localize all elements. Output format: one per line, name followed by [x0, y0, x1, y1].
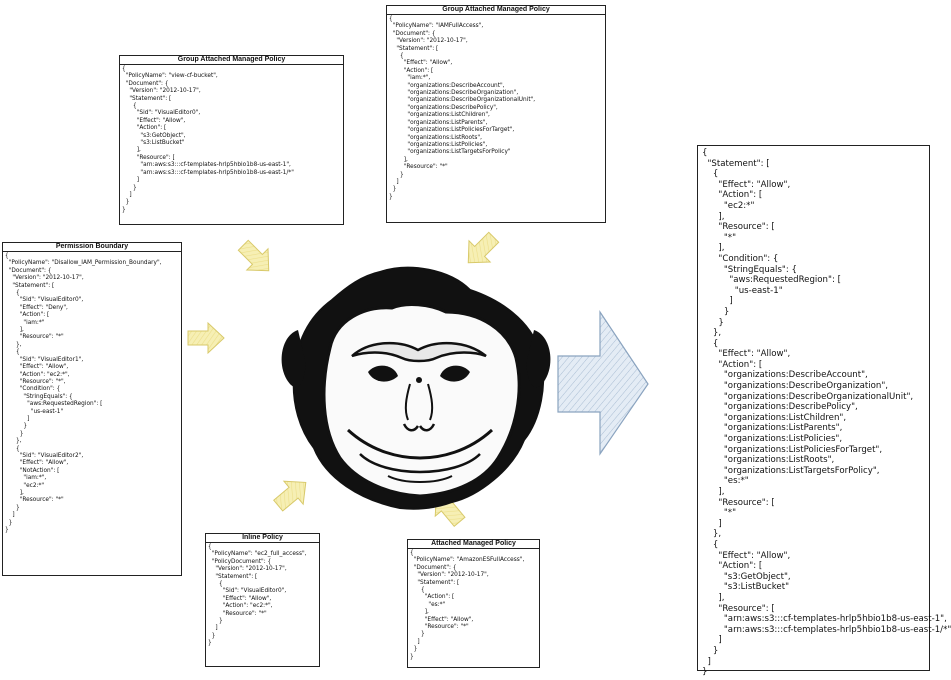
policy-json: { "PolicyName": "AmazonESFullAccess", "D… [410, 550, 525, 660]
effective-policy-box: { "Statement": [ { "Effect": "Allow", "A… [697, 145, 951, 677]
box-title: Inline Policy [206, 534, 319, 543]
box-title: Permission Boundary [3, 243, 181, 252]
right-arrow-icon [557, 310, 649, 456]
arrow-from-group-iam-icon [467, 231, 500, 264]
box-title: Attached Managed Policy [408, 540, 539, 549]
arrow-from-group-view-cf-icon [237, 239, 270, 272]
box-title: Group Attached Managed Policy [120, 56, 343, 65]
box-title: Group Attached Managed Policy [387, 6, 605, 15]
policy-json: { "PolicyName": "view-cf-bucket", "Docum… [122, 66, 294, 213]
group-view-cf-bucket-policy-box: Group Attached Managed Policy { "PolicyN… [119, 55, 344, 225]
gorilla-face-icon [281, 266, 551, 510]
permission-boundary-box: Permission Boundary { "PolicyName": "Dis… [2, 242, 182, 576]
group-iamfullaccess-policy-box: Group Attached Managed Policy { "PolicyN… [386, 5, 606, 223]
policy-json: { "PolicyName": "IAMFullAccess", "Docume… [389, 16, 536, 200]
policy-json: { "PolicyName": "Disallow_IAM_Permission… [5, 253, 162, 534]
diagram-graphics [187, 231, 649, 527]
arrow-from-permission-boundary-icon [187, 321, 225, 355]
arrow-from-inline-policy-icon [273, 480, 307, 512]
effective-policy-json: { "Statement": [ { "Effect": "Allow", "A… [702, 148, 951, 678]
inline-policy-box: Inline Policy { "PolicyName": "ec2_full_… [205, 533, 320, 667]
attached-managed-policy-box: Attached Managed Policy { "PolicyName": … [407, 539, 540, 668]
policy-json: { "PolicyName": "ec2_full_access", "Poli… [208, 544, 307, 647]
